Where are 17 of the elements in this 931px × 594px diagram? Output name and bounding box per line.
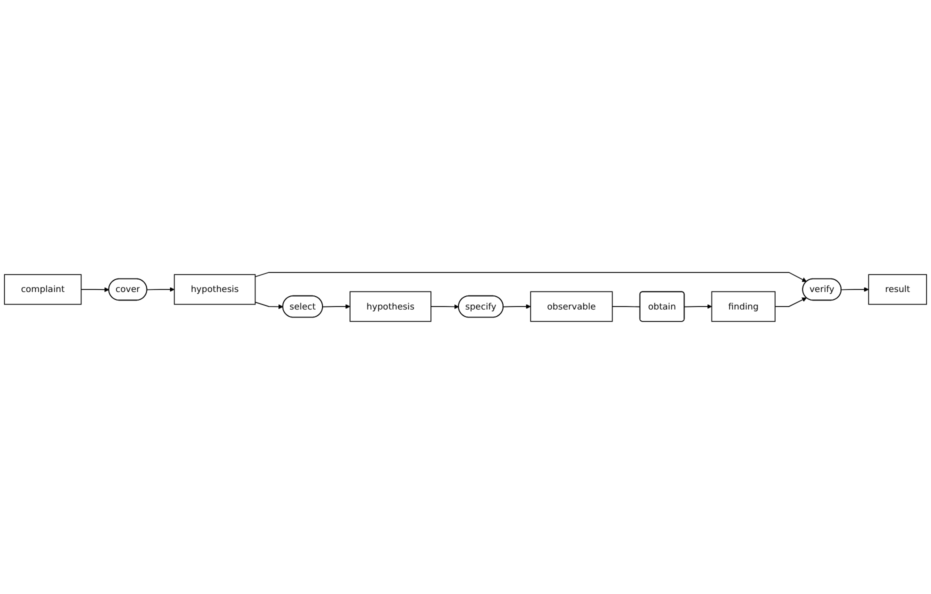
- node-box: result: [868, 274, 927, 305]
- arrow: [254, 272, 807, 282]
- arrow: [430, 304, 459, 310]
- arrow: [684, 304, 712, 310]
- arrow: [80, 287, 110, 292]
- node-box: hypothesis: [174, 274, 256, 305]
- node-box: complaint: [4, 274, 82, 305]
- arrow: [254, 302, 284, 310]
- arrow: [322, 304, 350, 310]
- node-box: hypothesis: [350, 291, 432, 322]
- arrow: [840, 287, 869, 292]
- arrow: [502, 304, 531, 310]
- node-box: observable: [530, 291, 613, 322]
- arrow: [774, 298, 807, 308]
- connector: [612, 306, 641, 308]
- node-box: finding: [711, 291, 776, 322]
- arrow: [146, 287, 175, 292]
